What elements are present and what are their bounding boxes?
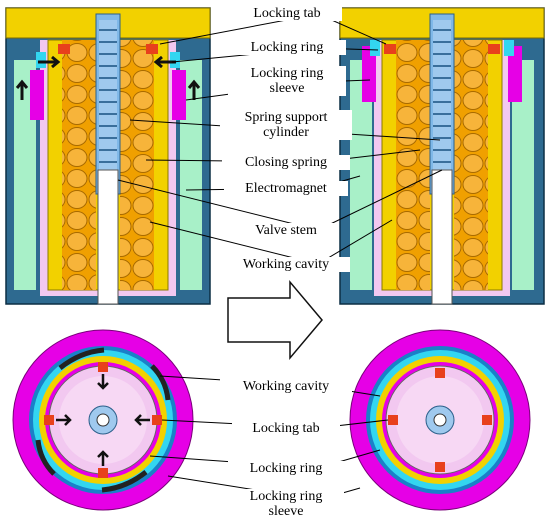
- label-bottom-locking-ring-sleeve: Locking ring sleeve: [228, 489, 344, 519]
- locking-tab: [58, 44, 70, 54]
- label-bottom-sleeve-line1: Locking ring: [249, 489, 323, 504]
- label-closing-spring: Closing spring: [222, 155, 350, 170]
- label-spring-support-line1: Spring support: [244, 110, 328, 125]
- label-locking-ring: Locking ring: [228, 40, 346, 55]
- label-valve-stem: Valve stem: [236, 223, 336, 238]
- label-working-cavity: Working cavity: [222, 257, 350, 272]
- locking-ring-sleeve-left: [30, 70, 44, 120]
- label-spring-support-line2: cylinder: [263, 125, 309, 140]
- label-bottom-locking-ring: Locking ring: [228, 461, 344, 476]
- left-actuator-section: [5, 7, 211, 305]
- valve-stem: [97, 169, 119, 305]
- closing-spring-right: [120, 40, 154, 290]
- label-locking-tab: Locking tab: [232, 6, 342, 21]
- label-bottom-working-cavity: Working cavity: [220, 379, 352, 394]
- label-spring-support-cylinder: Spring support cylinder: [220, 110, 352, 140]
- label-locking-ring-sleeve-line1: Locking ring: [250, 66, 324, 81]
- right-top-view: [349, 329, 531, 511]
- label-locking-ring-sleeve-line2: sleeve: [269, 81, 305, 96]
- left-top-view: [12, 329, 194, 511]
- right-actuator-section: [339, 7, 545, 305]
- label-locking-ring-sleeve: Locking ring sleeve: [228, 66, 346, 96]
- locking-tab-bottom-left: [98, 362, 108, 372]
- label-bottom-sleeve-line2: sleeve: [268, 504, 304, 519]
- label-electromagnet: Electromagnet: [224, 181, 348, 196]
- label-bottom-locking-tab: Locking tab: [232, 421, 340, 436]
- transition-arrow: [227, 279, 323, 361]
- closing-spring-left: [62, 40, 96, 290]
